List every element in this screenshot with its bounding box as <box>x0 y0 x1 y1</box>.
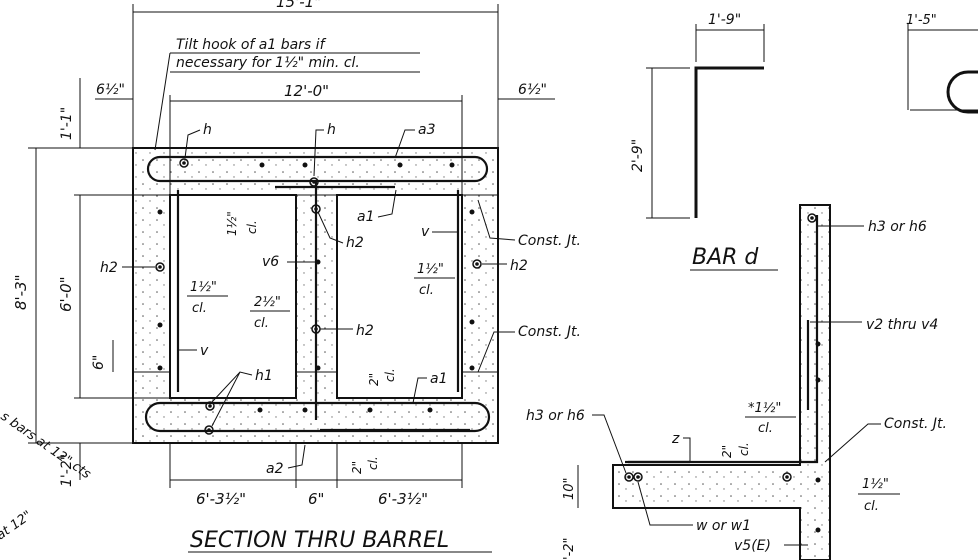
dim-cell-right: 6'-3½" <box>378 490 428 508</box>
label-h2-right: h2 <box>510 258 528 274</box>
label-wing-cl2: 2" <box>720 445 734 458</box>
label-h2-left: h2 <box>100 260 118 276</box>
label-wing-cl15: 1½" <box>862 477 889 492</box>
label-h-mid: h <box>327 122 336 138</box>
label-h1: h1 <box>255 368 273 384</box>
cl-label-2: 2" <box>367 373 381 386</box>
note-line1: Tilt hook of a1 bars if <box>176 37 327 53</box>
label-h2-mid1: h2 <box>346 235 364 251</box>
label-h-left: h <box>203 122 212 138</box>
label-v5e: v5(E) <box>734 538 771 554</box>
dim-bottom-slab: 1'-2" <box>59 454 75 487</box>
wing-wall-section: h3 or h6 v2 thru v4 Const. Jt. *1½" cl. … <box>526 204 947 560</box>
label-const-jt-wing: Const. Jt. <box>884 416 947 432</box>
label-h2-mid2: h2 <box>356 323 374 339</box>
svg-text:cl.: cl. <box>254 316 269 331</box>
section-thru-barrel: 15'-1" 12'-0" 6½" 6½" Tilt hook of a1 ba… <box>12 0 581 553</box>
cl-label-2b: 2" <box>350 461 364 474</box>
dim-wing-left: '-2" <box>562 537 577 560</box>
label-v2-v4: v2 thru v4 <box>866 317 938 333</box>
dim-cell-left: 6'-3½" <box>196 490 246 508</box>
label-h3-h6-left: h3 or h6 <box>526 408 585 424</box>
bar-a3 <box>146 155 489 183</box>
label-v6: v6 <box>262 254 279 270</box>
label-w-w1: w or w1 <box>696 518 751 534</box>
dim-top-slab: 1'-1" <box>59 107 75 140</box>
dim-left-offset: 6½" <box>96 82 125 98</box>
label-const-jt-bot: Const. Jt. <box>518 324 581 340</box>
edge-note-2: at 12" <box>0 508 35 543</box>
label-a2: a2 <box>266 461 284 477</box>
hook-width: 1'-5" <box>906 13 937 28</box>
label-v-left: v <box>200 343 209 359</box>
label-a3: a3 <box>418 122 436 138</box>
cl-label-c: 1½" <box>417 262 444 277</box>
wing-concrete <box>612 204 831 560</box>
svg-text:cl.: cl. <box>419 283 434 298</box>
bar-d-height: 2'-9" <box>630 139 646 172</box>
svg-text:cl.: cl. <box>383 368 397 382</box>
bar-d-shape <box>694 66 764 218</box>
dim-mid-wall: 6" <box>308 490 324 508</box>
section-title: SECTION THRU BARREL <box>190 528 449 553</box>
dim-right-offset: 6½" <box>518 82 547 98</box>
bar-d-detail: 1'-9" 2'-9" BAR d <box>630 12 778 271</box>
svg-text:cl.: cl. <box>245 220 259 234</box>
dim-wall-height: 6'-0" <box>57 276 75 312</box>
bar-a1-bottom <box>144 401 491 433</box>
edge-note-1: s bars at 12" cts <box>0 409 94 482</box>
rebar-dots <box>155 158 482 435</box>
cl-label-b: 1½" <box>190 280 217 295</box>
svg-text:cl.: cl. <box>864 499 879 514</box>
label-v-right: v <box>421 224 430 240</box>
dim-overall-width: 15'-1" <box>276 0 321 11</box>
note-line2: necessary for 1½" min. cl. <box>176 55 360 71</box>
svg-text:cl.: cl. <box>758 421 773 436</box>
label-star-cl: *1½" <box>748 401 781 416</box>
label-const-jt-top: Const. Jt. <box>518 233 581 249</box>
label-h3-h6-top: h3 or h6 <box>868 219 927 235</box>
edge-note: s bars at 12" cts at 12" <box>0 409 94 543</box>
label-a1-bottom: a1 <box>430 371 448 387</box>
hook-detail: 1'-5" <box>906 13 978 114</box>
cl-label-25: 2½" <box>254 295 281 310</box>
label-a1-top: a1 <box>357 209 375 225</box>
svg-text:cl.: cl. <box>192 301 207 316</box>
label-z: z <box>671 431 680 447</box>
dim-total-height: 8'-3" <box>12 274 30 310</box>
bar-d-width: 1'-9" <box>708 12 741 28</box>
dim-wing-slab: 10" <box>562 477 577 500</box>
bar-d-title: BAR d <box>692 245 759 270</box>
dim-fillet: 6" <box>91 355 107 370</box>
dim-inner-width: 12'-0" <box>284 82 329 100</box>
cl-label-a: 1½" <box>225 211 239 236</box>
svg-text:cl.: cl. <box>366 456 380 470</box>
svg-text:cl.: cl. <box>737 442 751 456</box>
